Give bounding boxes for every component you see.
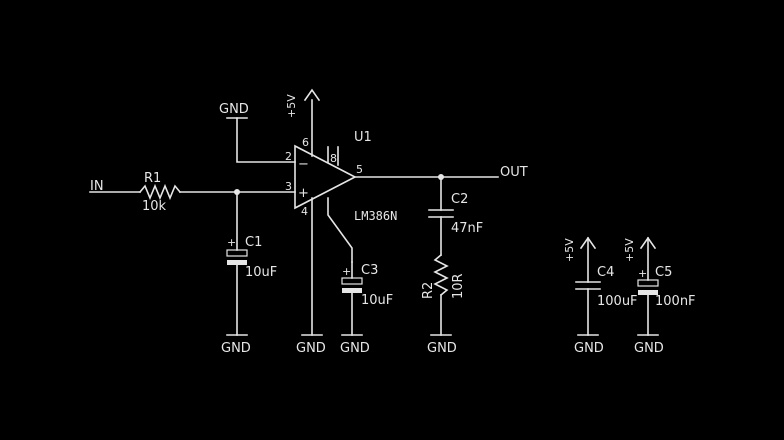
c3-plus: +	[342, 265, 351, 278]
vcc-label-u1: +5V	[285, 94, 298, 118]
gnd-label-c5: GND	[634, 341, 664, 356]
u1-pin4: 4	[301, 205, 308, 218]
label-in: IN	[90, 179, 104, 194]
u1-pin6: 6	[302, 136, 309, 149]
c2-ref: C2	[451, 192, 468, 207]
u1-pin3: 3	[285, 180, 292, 193]
c4-ref: C4	[597, 265, 614, 280]
vcc-label-c4: +5V	[563, 238, 576, 262]
u1-pin8: 8	[330, 152, 337, 165]
vcc-arrow-u1	[303, 88, 321, 102]
c5-plus: +	[638, 267, 647, 280]
c3-ref: C3	[361, 263, 378, 278]
c5-plate-bottom	[638, 290, 658, 295]
r2-ref: R2	[421, 282, 436, 299]
r2-value: 10R	[451, 273, 466, 299]
c5-plate-top	[637, 279, 659, 287]
gnd-label-c1: GND	[221, 341, 251, 356]
label-out: OUT	[500, 165, 528, 180]
r1-value: 10k	[142, 199, 167, 214]
c4-value: 100uF	[597, 294, 638, 309]
u1-pin2: 2	[285, 150, 292, 163]
gnd-label-top: GND	[219, 102, 249, 117]
gnd-label-c4: GND	[574, 341, 604, 356]
c3-plate-bottom	[342, 288, 362, 293]
c3-plate-top	[341, 277, 363, 285]
c1-value: 10uF	[245, 265, 277, 280]
c1-plus: +	[227, 236, 236, 249]
u1-value: LM386N	[354, 209, 397, 223]
u1-pin5: 5	[356, 163, 363, 176]
resistor-r2-symbol	[433, 253, 449, 297]
opamp-u1-symbol	[294, 144, 357, 210]
c5-ref: C5	[655, 265, 672, 280]
wire-pin7-to-c3	[327, 197, 353, 263]
c2-value: 47nF	[451, 221, 483, 236]
wire-gnd-to-pin2	[236, 117, 296, 163]
u1-minus: −	[298, 157, 309, 172]
gnd-label-r2: GND	[427, 341, 457, 356]
resistor-r1-symbol	[138, 183, 182, 201]
c1-ref: C1	[245, 235, 262, 250]
vcc-label-c5: +5V	[623, 238, 636, 262]
gnd-label-c3: GND	[340, 341, 370, 356]
r1-ref: R1	[144, 171, 161, 186]
c5-value: 100nF	[655, 294, 696, 309]
u1-plus: +	[298, 186, 309, 201]
gnd-label-u1: GND	[296, 341, 326, 356]
c1-plate-bottom	[227, 260, 247, 265]
c1-plate-top	[226, 249, 248, 257]
u1-ref: U1	[354, 130, 372, 145]
c3-value: 10uF	[361, 293, 393, 308]
